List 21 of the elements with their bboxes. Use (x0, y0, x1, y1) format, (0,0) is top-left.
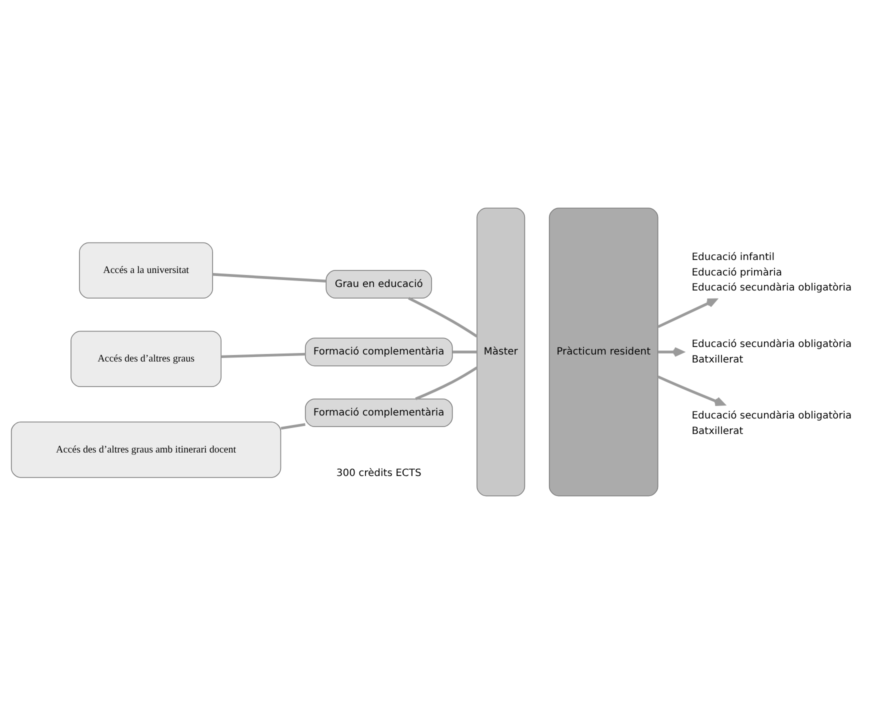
arrow (657, 374, 725, 406)
label: 300 crèdits ECTS (336, 468, 422, 479)
connector (212, 272, 326, 282)
arrow (658, 346, 684, 356)
connector (415, 366, 478, 400)
node-box: Grau en educació (326, 270, 432, 298)
arrow (657, 298, 717, 328)
node-text: Educació secundària obligatòria Batxillerat (692, 410, 852, 436)
connector (221, 352, 306, 358)
node-box: Accés des d’altres graus (70, 330, 222, 387)
node-text: Educació secundària obligatòria Batxillerat (692, 338, 852, 365)
node-box: Pràcticum resident (548, 207, 658, 496)
node-box: Formació complementària (304, 398, 453, 427)
node-box: Formació complementària (304, 337, 453, 366)
connector (408, 296, 478, 337)
connector (452, 350, 477, 353)
node-box: Màster (476, 207, 526, 496)
node-box: Accés des d’altres graus amb itinerari docent (10, 421, 282, 478)
connector (280, 422, 306, 430)
node-box: Accés a la universitat (79, 242, 213, 298)
node-text: Educació infantil Educació primària Educació secundària obligatòria (692, 251, 852, 294)
